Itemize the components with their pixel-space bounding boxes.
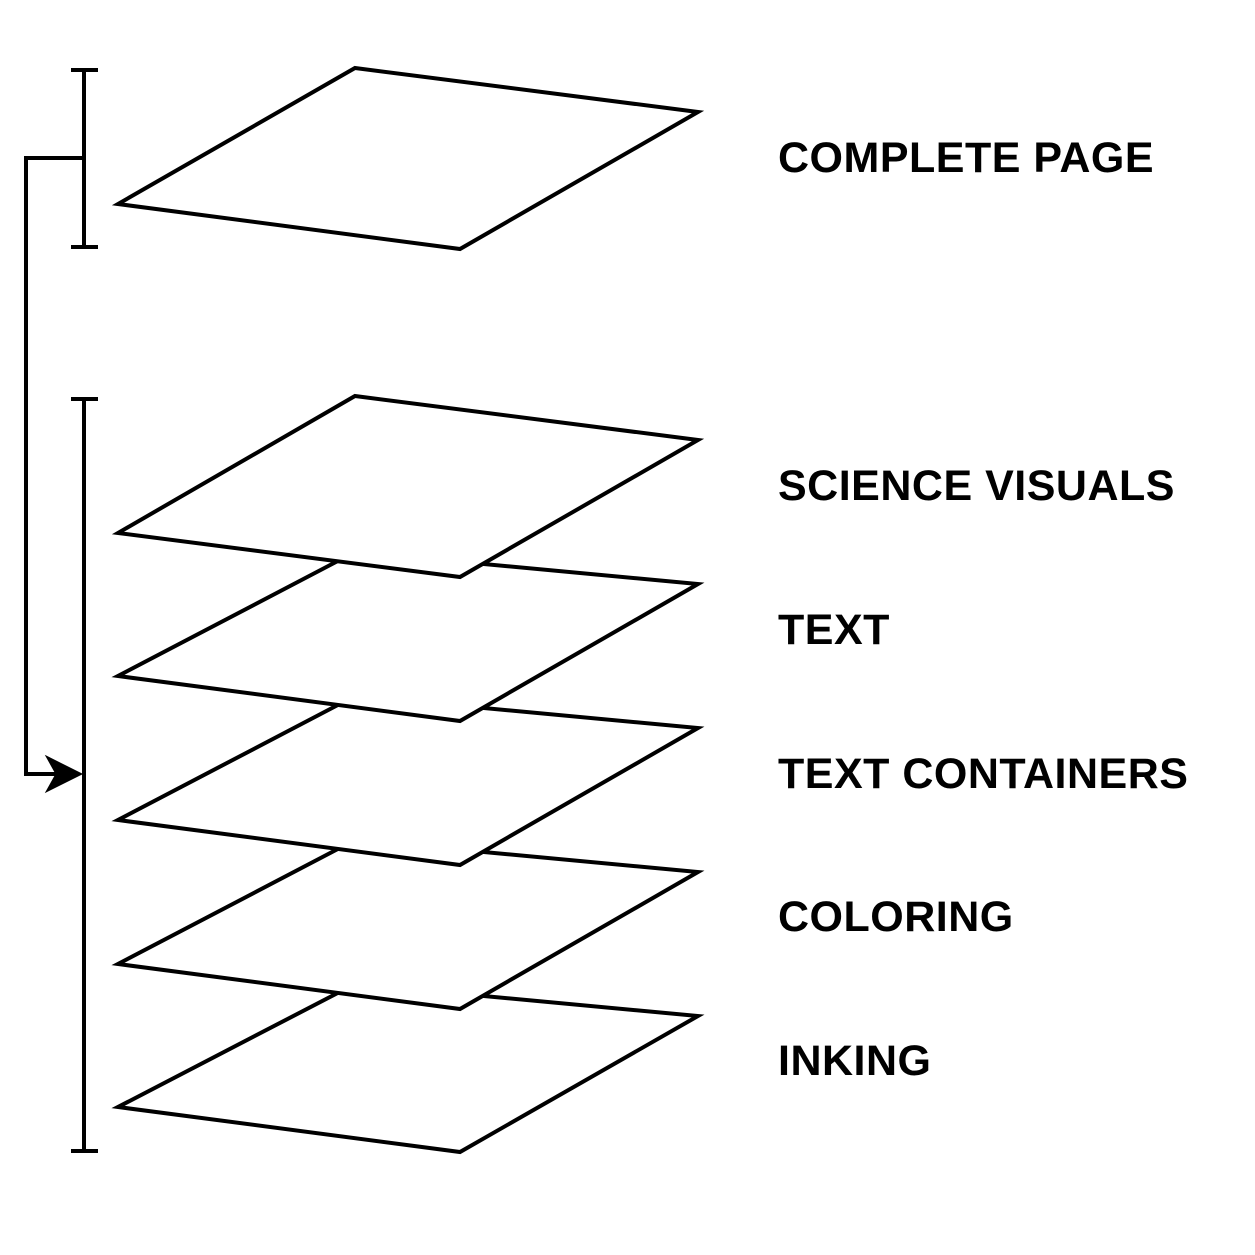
bottom-bracket <box>71 397 98 1153</box>
layer-science-visuals-sheet <box>111 393 705 580</box>
layer-text-sheet <box>111 549 705 724</box>
label-text: TEXT <box>778 606 890 654</box>
label-inking: INKING <box>778 1037 932 1085</box>
layer-coloring-sheet <box>111 837 705 1012</box>
connector-path <box>24 156 84 794</box>
layer-text-containers-sheet <box>111 693 705 868</box>
label-coloring: COLORING <box>778 893 1014 941</box>
label-complete-page: COMPLETE PAGE <box>778 134 1154 182</box>
label-science-visuals: SCIENCE VISUALS <box>778 462 1175 510</box>
arrow-right-icon <box>44 754 84 794</box>
layer-inking-sheet <box>111 981 705 1155</box>
label-text-containers: TEXT CONTAINERS <box>778 750 1188 798</box>
layer-complete-page-sheet <box>111 65 705 252</box>
